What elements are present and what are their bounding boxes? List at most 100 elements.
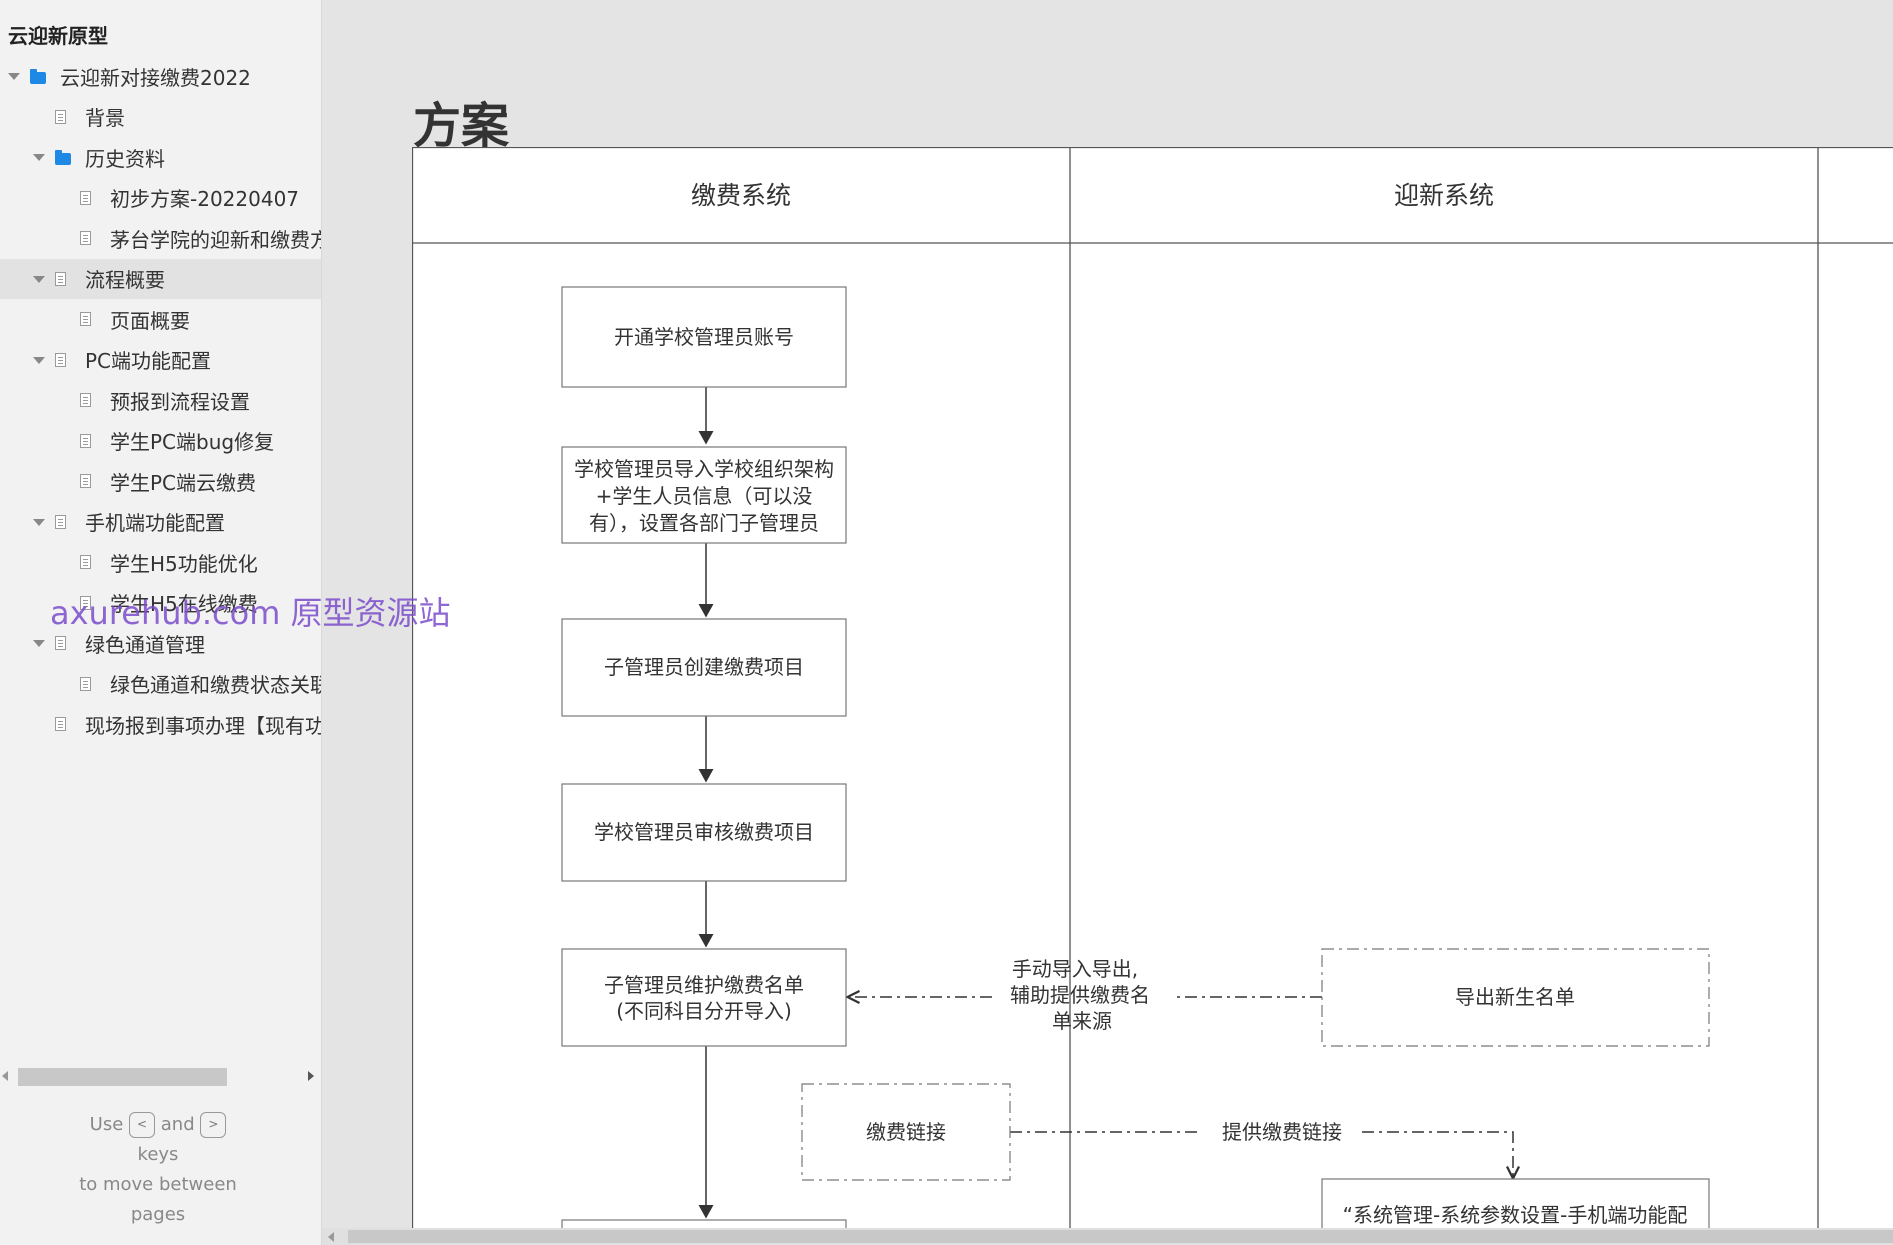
scrollbar-thumb[interactable] (18, 1068, 227, 1086)
expand-arrow-icon[interactable] (33, 275, 45, 283)
scrollbar-thumb[interactable] (348, 1230, 1893, 1243)
hint-and: and (160, 1114, 195, 1135)
page-icon (80, 555, 91, 569)
page-icon (55, 717, 66, 731)
lane-header-payment: 缴费系统 (691, 181, 791, 210)
tree-item[interactable]: 历史资料 (0, 137, 322, 178)
tree-item[interactable]: 初步方案-20220407 (0, 178, 322, 219)
hint-use: Use (89, 1114, 124, 1135)
tree-item[interactable]: 流程概要 (0, 258, 322, 299)
tree-item-label: 初步方案-20220407 (110, 187, 300, 212)
expand-arrow-icon[interactable] (33, 154, 45, 161)
expand-arrow-icon[interactable] (33, 640, 45, 647)
svg-text:缴费链接: 缴费链接 (866, 1120, 946, 1144)
svg-text:(不同科目分开导入): (不同科目分开导入) (616, 999, 792, 1023)
flow-node-system-settings[interactable]: “系统管理-系统参数设置-手机端功能配 (1321, 1178, 1710, 1245)
lane-header-welcome: 迎新系统 (1394, 181, 1494, 210)
page-icon (80, 312, 91, 326)
tree-item-label: 学生H5在线缴费 (110, 592, 258, 617)
flowchart-canvas: 缴费系统 迎新系统 开通学校管理员账号 学校管理员导入学 (411, 146, 1893, 1245)
tree-item-label: 绿色通道和缴费状态关联 (110, 673, 322, 698)
tree-item[interactable]: 学生PC端bug修复 (0, 421, 322, 462)
main-horizontal-scrollbar[interactable] (322, 1228, 1893, 1245)
tree-item-label: 学生PC端bug修复 (110, 430, 275, 455)
flow-node-open-admin[interactable]: 开通学校管理员账号 (561, 286, 847, 388)
tree-item-label: 页面概要 (110, 308, 190, 333)
svg-text:导出新生名单: 导出新生名单 (1455, 985, 1575, 1009)
flow-node-payment-link[interactable]: 缴费链接 (801, 1083, 1011, 1181)
next-key-icon: > (200, 1112, 227, 1138)
tree-item[interactable]: 绿色通道管理 (0, 623, 322, 664)
tree-item-label: PC端功能配置 (85, 349, 212, 374)
page-icon (80, 231, 91, 245)
sidebar: 云迎新原型 云迎新对接缴费2022 背景历史资料初步方案-20220407 茅台学院… (0, 0, 322, 1245)
tree-item-label: 云迎新对接缴费2022 (60, 65, 251, 90)
svg-text:子管理员创建缴费项目: 子管理员创建缴费项目 (604, 655, 804, 679)
tree-item[interactable]: 茅台学院的迎新和缴费方案 (0, 218, 322, 259)
svg-text:辅助提供缴费名: 辅助提供缴费名 (1010, 983, 1150, 1007)
tree-item-label: 流程概要 (85, 268, 165, 293)
page-icon (80, 595, 91, 610)
flow-node-review-item[interactable]: 学校管理员审核缴费项目 (561, 783, 847, 882)
page-icon (80, 433, 91, 448)
scroll-left-arrow-icon[interactable] (2, 1071, 8, 1081)
page-icon (55, 514, 66, 529)
tree-item[interactable]: 学生H5在线缴费 (0, 583, 322, 624)
flow-node-create-item[interactable]: 子管理员创建缴费项目 (561, 618, 847, 717)
hint-pages: pages (130, 1204, 186, 1225)
tree-item[interactable]: 云迎新对接缴费2022 (0, 56, 322, 97)
flow-node-import-org[interactable]: 学校管理员导入学校组织架构 +学生人员信息（可以没 有），设置各部门子管理员 (561, 446, 847, 544)
tree-item-label: 手机端功能配置 (85, 511, 225, 536)
expand-arrow-icon[interactable] (33, 356, 45, 364)
page-icon (80, 676, 91, 691)
watermark: axurehub.com 原型资源站 (50, 594, 451, 632)
connectors (698, 387, 1513, 1219)
page-icon (55, 109, 66, 124)
tree-item[interactable]: 预报到流程设置 (0, 380, 322, 421)
tree-item[interactable]: 绿色通道和缴费状态关联 (0, 664, 322, 705)
tree-item-label: 茅台学院的迎新和缴费方案 (110, 227, 322, 252)
tree-item-label: 背景 (85, 106, 125, 131)
folder-icon (55, 150, 71, 165)
svg-text:“系统管理-系统参数设置-手机端功能配: “系统管理-系统参数设置-手机端功能配 (1343, 1203, 1688, 1227)
tree-item[interactable]: 学生H5功能优化 (0, 542, 322, 583)
prev-key-icon: < (129, 1112, 156, 1138)
tree-item[interactable]: 页面概要 (0, 299, 322, 340)
flow-node-export-list[interactable]: 导出新生名单 (1321, 948, 1710, 1047)
hint-keys: keys (137, 1144, 179, 1165)
keyboard-hint: Use < and > keys to move between pages (0, 1110, 316, 1230)
swimlane-frame (411, 146, 1893, 1232)
flow-node-maintain-list[interactable]: 子管理员维护缴费名单 (不同科目分开导入) (561, 948, 847, 1047)
tree-item[interactable]: 学生PC端云缴费 (0, 461, 322, 502)
tree-item[interactable]: 手机端功能配置 (0, 502, 322, 543)
tree-item[interactable]: PC端功能配置 (0, 340, 322, 381)
page-tree: 云迎新对接缴费2022 背景历史资料初步方案-20220407 茅台学院的迎新和缴费… (0, 56, 322, 745)
page-icon (55, 352, 66, 367)
edge-label-import-export: 手动导入导出, 辅助提供缴费名 单来源 (1010, 957, 1150, 1033)
scroll-left-arrow-icon[interactable] (328, 1232, 334, 1242)
tree-item[interactable]: 背景 (0, 97, 322, 138)
hint-move: to move between (79, 1174, 237, 1195)
sidebar-horizontal-scrollbar[interactable] (0, 1066, 322, 1088)
page-icon (80, 393, 91, 407)
tree-item[interactable]: 现场报到事项办理【现有功能】 (0, 704, 322, 745)
scroll-right-arrow-icon[interactable] (308, 1071, 314, 1081)
edge-label-provide-link: 提供缴费链接 (1222, 1120, 1342, 1144)
svg-text:学校管理员审核缴费项目: 学校管理员审核缴费项目 (594, 820, 814, 844)
page-icon (80, 190, 91, 205)
svg-text:开通学校管理员账号: 开通学校管理员账号 (614, 325, 794, 349)
sidebar-divider[interactable] (321, 0, 322, 1245)
svg-text:有），设置各部门子管理员: 有），设置各部门子管理员 (589, 511, 819, 535)
tree-item-label: 预报到流程设置 (110, 389, 250, 414)
folder-icon (30, 69, 46, 84)
tree-item-label: 学生PC端云缴费 (110, 470, 257, 495)
svg-text:学校管理员导入学校组织架构: 学校管理员导入学校组织架构 (574, 457, 834, 481)
expand-arrow-icon[interactable] (8, 73, 20, 80)
svg-text:单来源: 单来源 (1052, 1009, 1112, 1033)
svg-text:子管理员维护缴费名单: 子管理员维护缴费名单 (604, 973, 804, 997)
page-icon (55, 636, 66, 650)
project-title: 云迎新原型 (8, 24, 108, 48)
flowchart: 缴费系统 迎新系统 开通学校管理员账号 学校管理员导入学 (411, 146, 1893, 1245)
expand-arrow-icon[interactable] (33, 518, 45, 526)
tree-item-label: 现场报到事项办理【现有功能】 (85, 713, 322, 738)
